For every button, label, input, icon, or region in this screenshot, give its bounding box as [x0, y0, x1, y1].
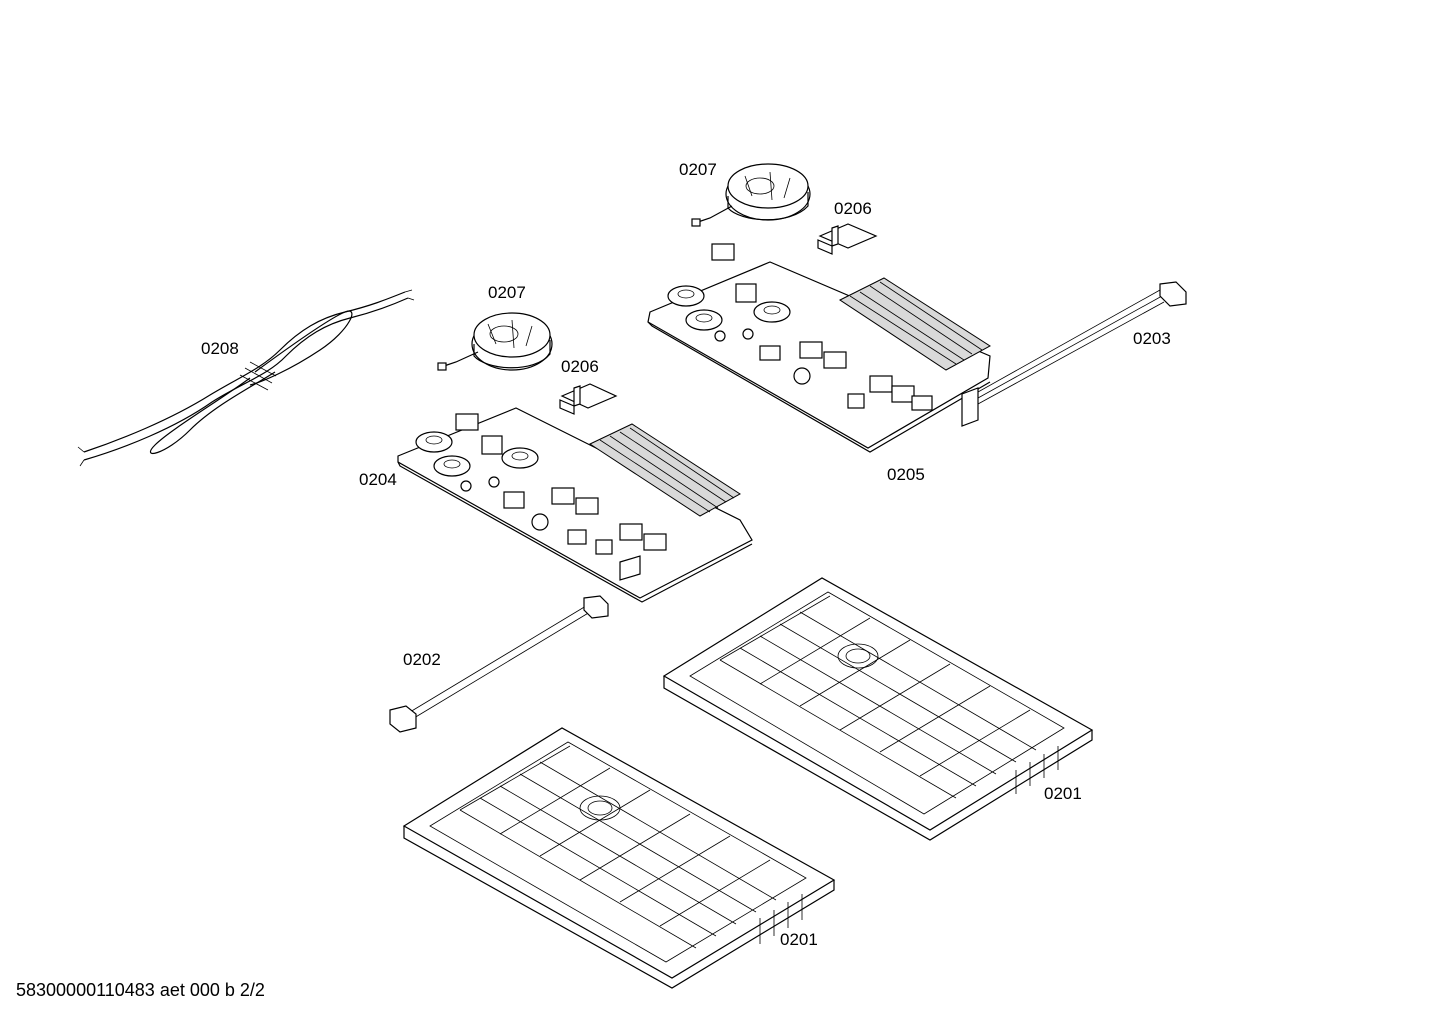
bracket-0206-middle [559, 383, 618, 415]
label-0207-upper: 0207 [679, 160, 717, 179]
circuit-board-0204 [397, 407, 753, 603]
label-0207-middle: 0207 [488, 283, 526, 302]
housing-grid-right [719, 595, 1037, 799]
label-0206-upper: 0206 [834, 199, 872, 218]
label-0201-right: 0201 [1044, 784, 1082, 803]
label-0206-middle: 0206 [561, 357, 599, 376]
label-0201-left: 0201 [780, 930, 818, 949]
ribbon-cable-0202 [389, 595, 609, 733]
label-0208: 0208 [201, 339, 239, 358]
housing-0201-left [402, 727, 836, 989]
bracket-0206-upper [817, 223, 878, 255]
label-0205: 0205 [887, 465, 925, 484]
label-0202: 0202 [403, 650, 441, 669]
fan-0207-middle [437, 312, 553, 371]
circuit-board-0205 [647, 243, 1187, 453]
fan-0207-upper [691, 163, 811, 227]
housing-0201-right [662, 577, 1094, 841]
label-0203: 0203 [1133, 329, 1171, 348]
power-cable-0208 [77, 289, 415, 467]
housing-grid-left [459, 745, 777, 949]
label-0204: 0204 [359, 470, 397, 489]
document-id-footer: 58300000110483 aet 000 b 2/2 [16, 980, 265, 1000]
